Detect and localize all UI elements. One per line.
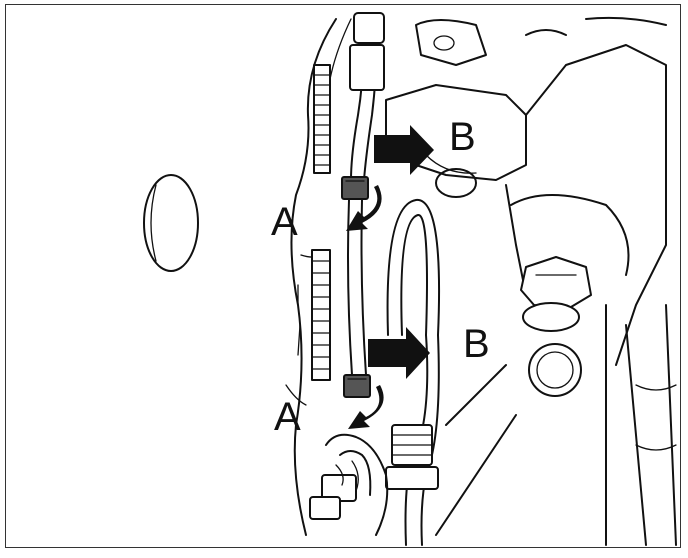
curved-arrow-upper bbox=[346, 185, 382, 231]
brake-line bbox=[347, 12, 385, 376]
label-a-top: A bbox=[271, 200, 298, 244]
wiring-harness bbox=[309, 433, 389, 536]
ribbed-strip-upper bbox=[313, 64, 331, 174]
clip-lower bbox=[343, 374, 371, 398]
label-b-top: B bbox=[449, 115, 476, 159]
frame-struts bbox=[435, 304, 677, 546]
flex-hose bbox=[385, 198, 441, 546]
arrow-lower bbox=[368, 327, 430, 379]
label-a-bottom: A bbox=[274, 395, 301, 439]
clip-upper bbox=[341, 176, 369, 200]
hole-plug bbox=[143, 174, 199, 272]
brake-hose-diagram: A A B B bbox=[143, 12, 677, 546]
curved-arrow-lower bbox=[348, 385, 384, 429]
label-b-bottom: B bbox=[463, 322, 490, 366]
ribbed-strip-lower bbox=[311, 249, 331, 381]
arrow-upper bbox=[374, 125, 434, 175]
figure-frame: A A B B bbox=[5, 4, 681, 548]
